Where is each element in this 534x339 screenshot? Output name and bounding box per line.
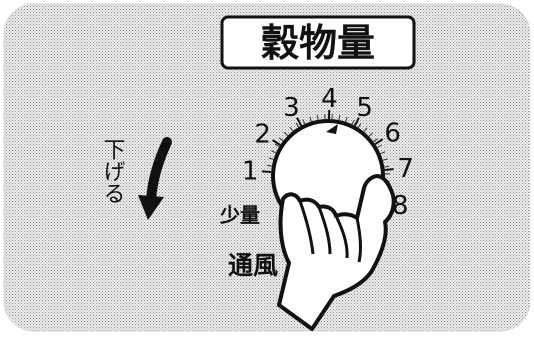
- mode-label: 通風: [228, 251, 278, 280]
- scale-label-6: 6: [384, 118, 401, 148]
- scale-label-4: 4: [321, 84, 338, 114]
- scale-label-5: 5: [356, 93, 373, 123]
- major-tick: [262, 171, 271, 172]
- vertical-note: 下げる: [100, 138, 125, 204]
- scale-label-2: 2: [254, 120, 271, 150]
- panel-title: 穀物量: [261, 21, 375, 65]
- scale-label-3: 3: [283, 93, 300, 123]
- scale-label-1: 1: [242, 157, 259, 187]
- scale-label-7: 7: [397, 154, 414, 184]
- major-tick: [385, 169, 394, 170]
- title-box: 穀物量: [222, 17, 414, 68]
- min-label: 少量: [219, 203, 260, 227]
